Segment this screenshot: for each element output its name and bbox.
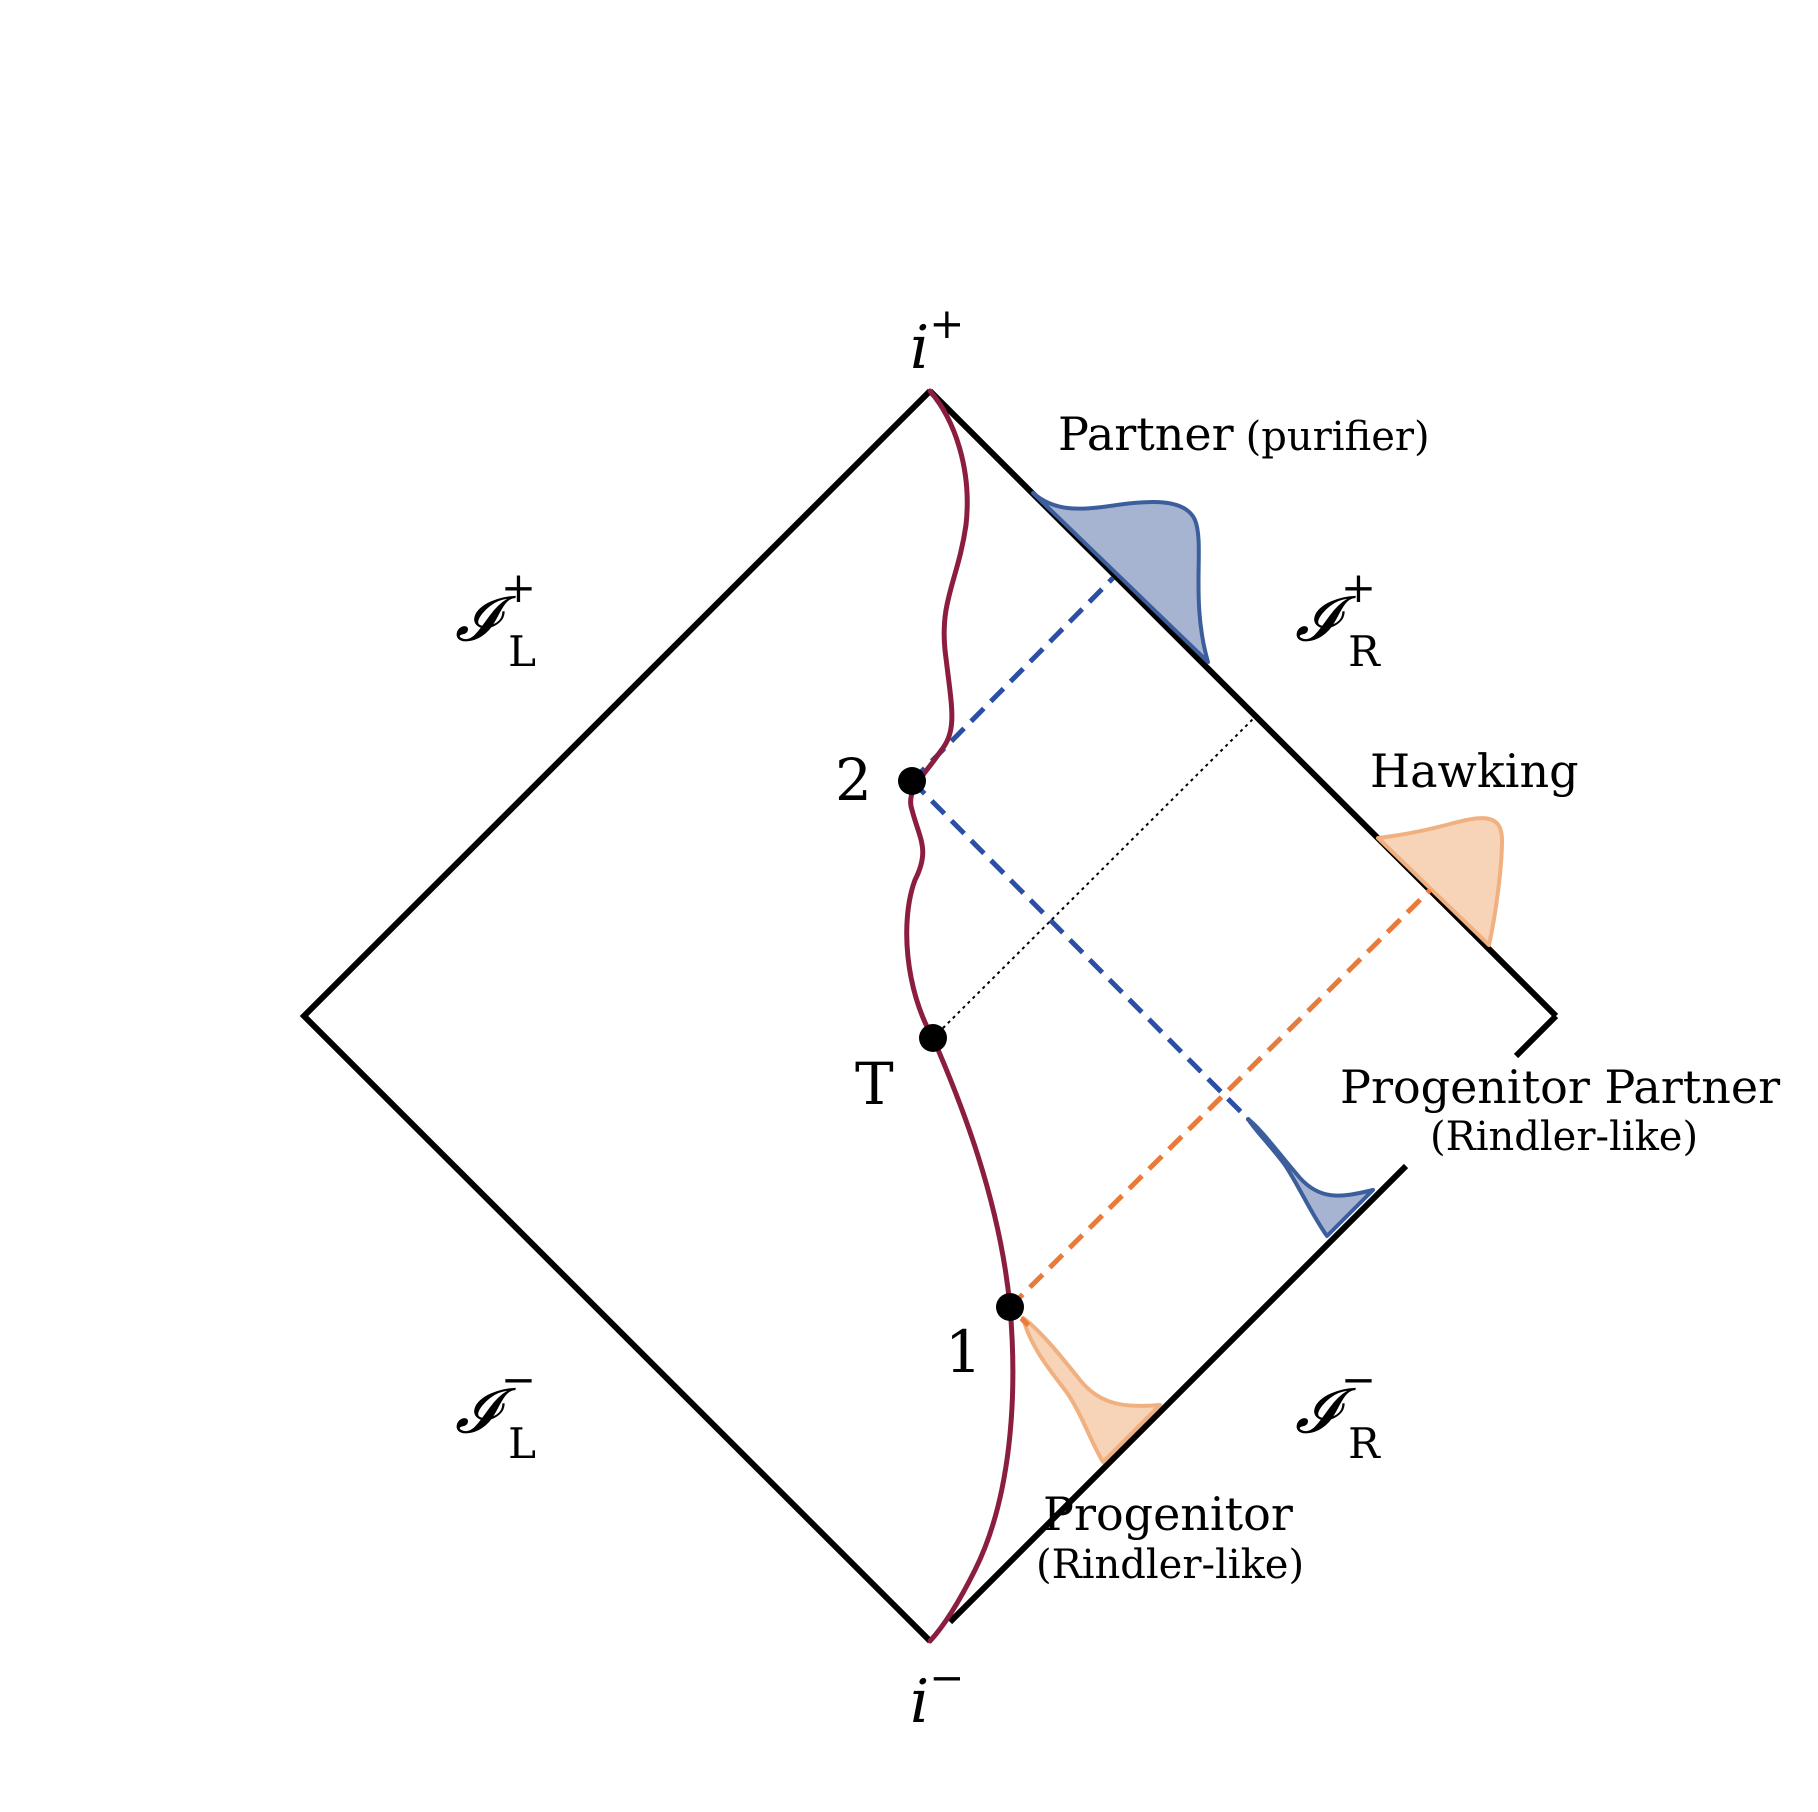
blue-ray-to-future-null	[910, 576, 1115, 783]
progenitor-label: Progenitor	[1043, 1487, 1293, 1541]
dotted-ray-from-t	[932, 713, 1259, 1039]
mirror-trajectory	[904, 388, 1016, 1644]
blue-ray-to-past-null	[910, 779, 1250, 1121]
event-point-t	[919, 1024, 947, 1052]
point-1-label: 1	[945, 1318, 982, 1386]
event-point-2	[898, 767, 926, 795]
point-t-label: T	[855, 1050, 894, 1118]
progenitor-wavepacket	[1021, 1316, 1162, 1464]
hawking-wavepacket	[1376, 816, 1504, 947]
progenitor-partner-sublabel: (Rindler-like)	[1430, 1114, 1698, 1160]
right-past-null-boundary-lower	[947, 1163, 1409, 1625]
orange-ray-to-future-null	[1008, 888, 1432, 1309]
progenitor-sublabel: (Rindler-like)	[1036, 1542, 1304, 1588]
past-timelike-infinity-label: i−	[910, 1653, 964, 1737]
scri-left-minus-label: 𝓘−L	[455, 1355, 536, 1468]
future-timelike-infinity-label: i+	[910, 299, 964, 383]
scri-right-minus-label: 𝓘−R	[1295, 1355, 1381, 1468]
point-2-label: 2	[835, 746, 872, 814]
progenitor-partner-label: Progenitor Partner	[1340, 1060, 1780, 1114]
partner-wavepacket	[1031, 491, 1210, 664]
left-boundary	[299, 388, 933, 1644]
partner-label: Partner(purifier)	[1058, 407, 1430, 461]
right-past-null-boundary-upper	[1513, 1013, 1559, 1059]
right-future-null-boundary	[927, 388, 1559, 1019]
scri-right-plus-label: 𝓘+R	[1295, 563, 1381, 676]
progenitor-partner-wavepacket	[1246, 1117, 1375, 1238]
event-point-1	[996, 1293, 1024, 1321]
hawking-label: Hawking	[1370, 744, 1579, 798]
scri-left-plus-label: 𝓘+L	[455, 563, 536, 676]
